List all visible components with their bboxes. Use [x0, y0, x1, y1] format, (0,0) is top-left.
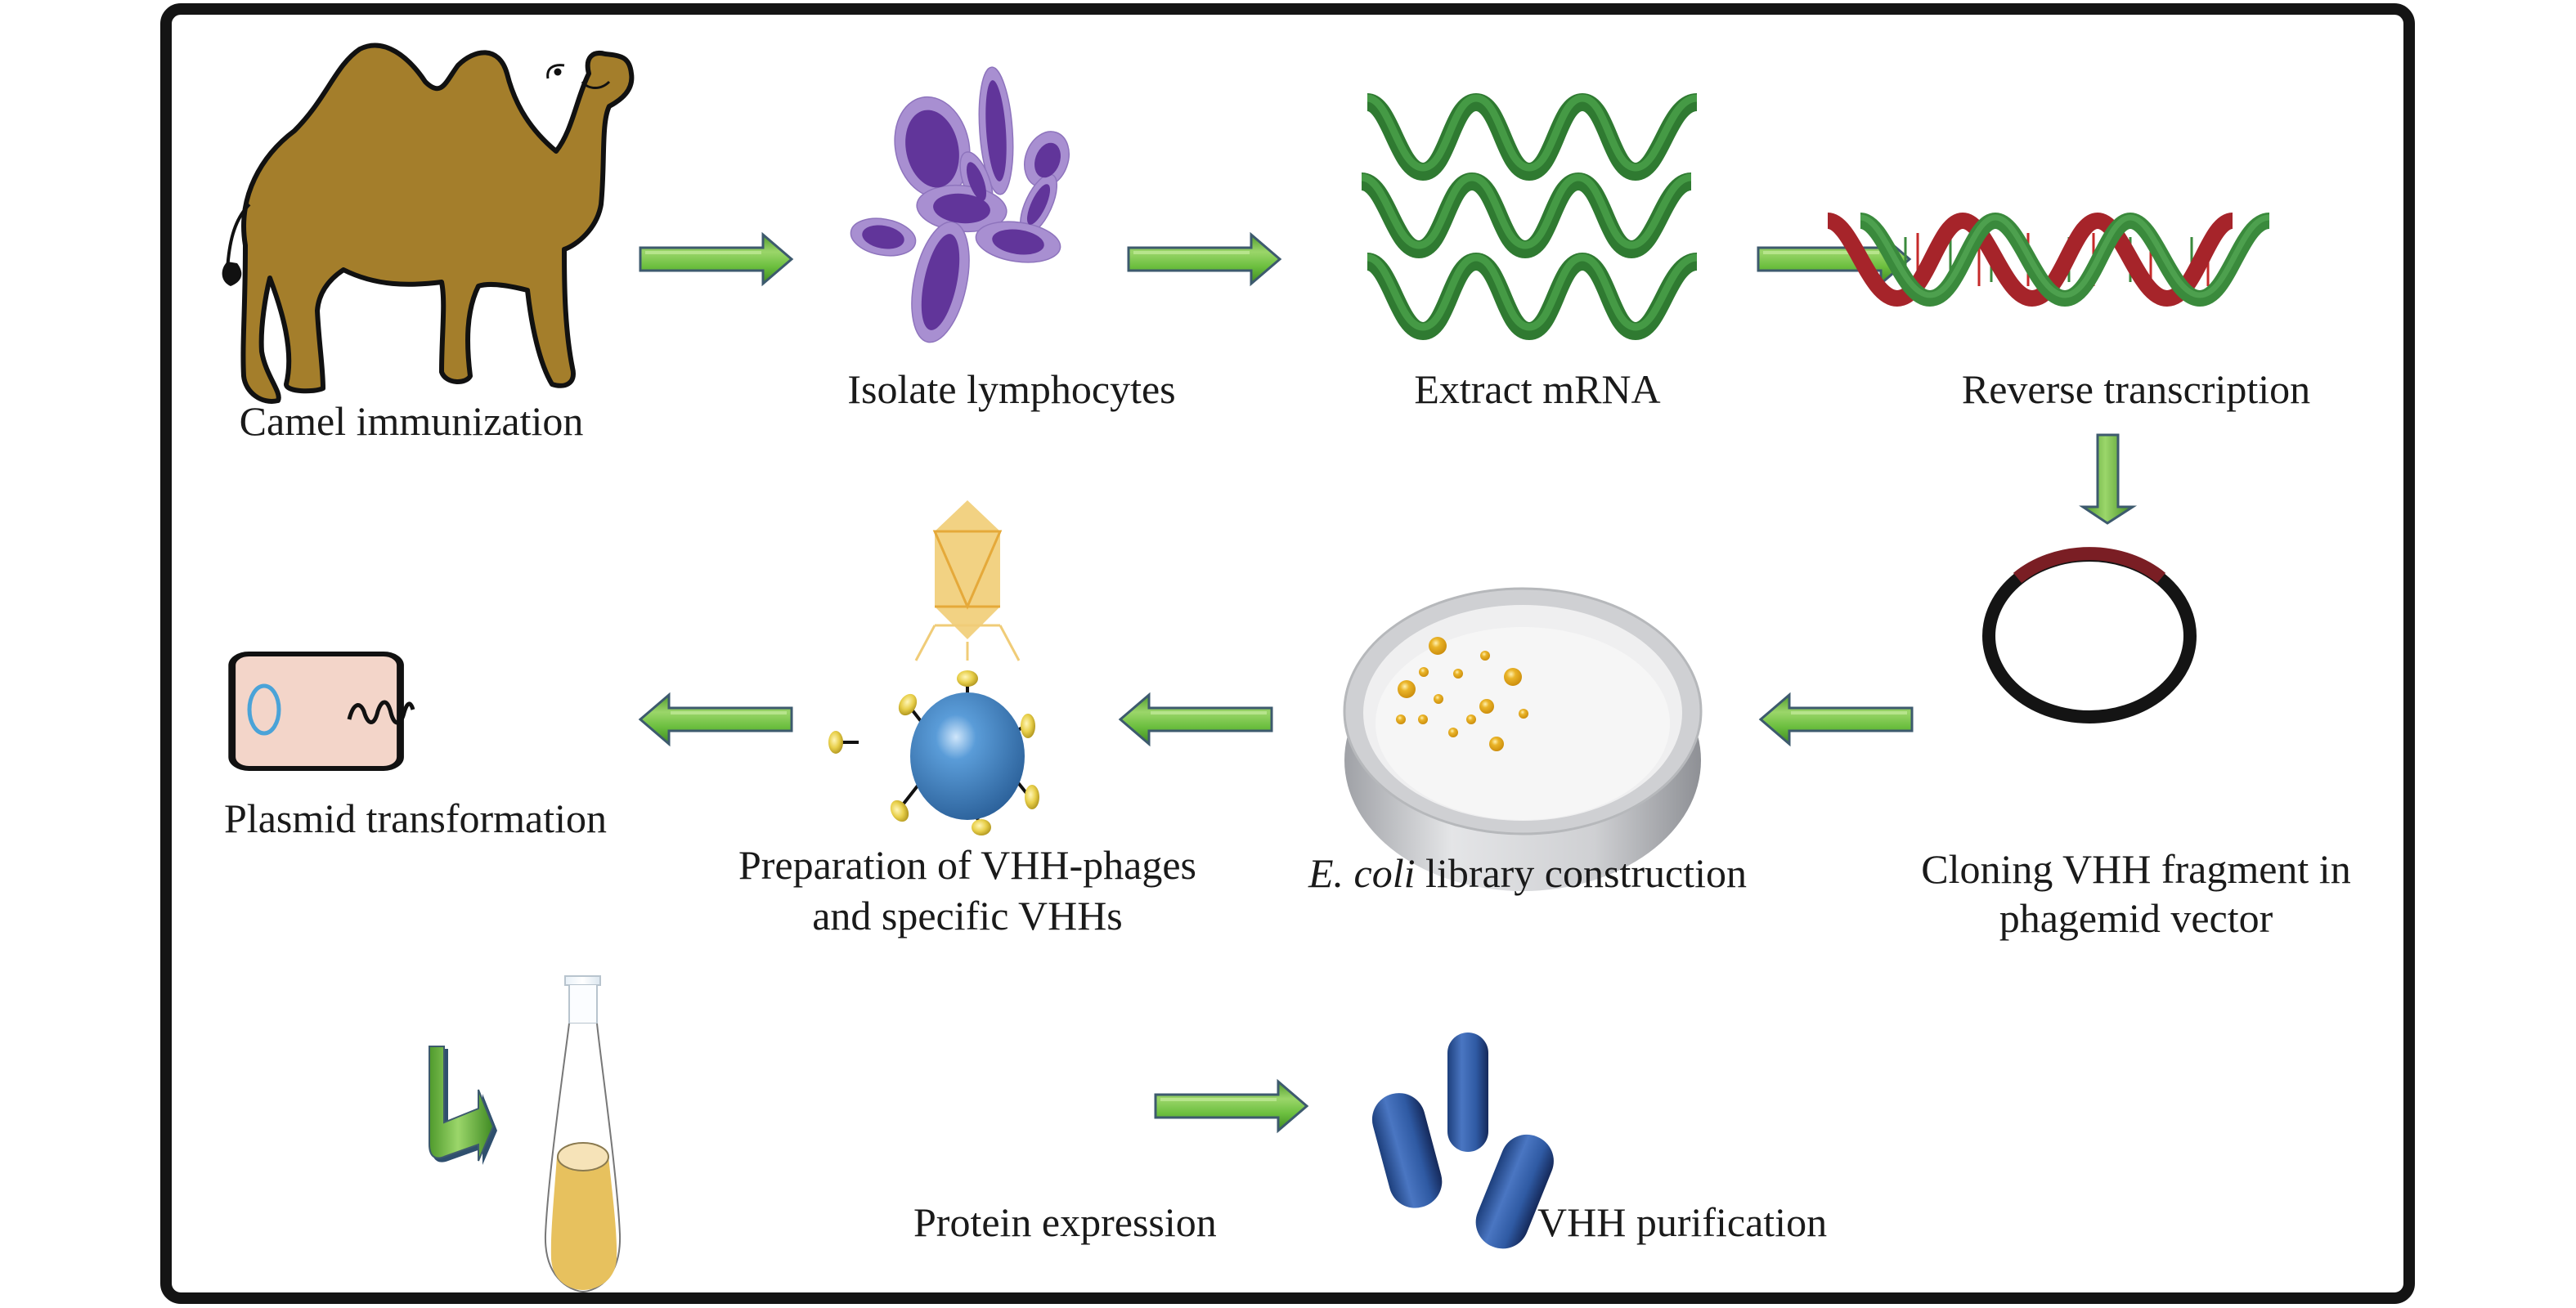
label-ecoli-rest: library construction: [1416, 850, 1747, 896]
label-plasmid-transformation: Plasmid transformation: [224, 795, 607, 841]
label-phage-line1: Preparation of VHH-phages: [738, 842, 1196, 888]
vhh-capsules-icon: [1371, 1033, 1554, 1249]
label-ecoli-italic: E. coli: [1308, 850, 1416, 896]
bacterium-with-plasmid-icon: [228, 652, 415, 771]
bacterial-colonies: [1396, 637, 1528, 751]
camel-icon: [222, 43, 635, 404]
label-reverse-transcription: Reverse transcription: [1962, 366, 2310, 412]
flask-icon: [544, 975, 622, 1293]
label-protein-expression: Protein expression: [913, 1199, 1217, 1245]
lymphocytes-icon: [850, 66, 1070, 343]
label-phage-line2: and specific VHHs: [812, 893, 1123, 938]
label-ecoli-library: E. coli library construction: [1308, 850, 1747, 896]
label-cloning-line1: Cloning VHH fragment in: [1921, 846, 2350, 892]
label-camel-immunization: Camel immunization: [240, 398, 584, 444]
dna-double-helix-icon: [1825, 212, 2271, 307]
label-extract-mrna: Extract mRNA: [1414, 366, 1660, 412]
arrow-down-1: [2079, 433, 2138, 525]
label-cloning-line2: phagemid vector: [1999, 895, 2273, 941]
vhh-phage-particle-icon: [828, 670, 1039, 835]
petri-dish-icon: [1343, 587, 1703, 891]
phage-icon: [914, 500, 1021, 661]
label-isolate-lymphocytes: Isolate lymphocytes: [847, 366, 1175, 412]
plasmid-ring-icon: [1982, 547, 2197, 723]
label-vhh-purification: VHH purification: [1537, 1199, 1827, 1245]
diagram-frame: [160, 3, 2415, 1304]
arrow-bent-down-right: [429, 1046, 497, 1165]
mrna-strands-icon: [1359, 92, 1699, 341]
